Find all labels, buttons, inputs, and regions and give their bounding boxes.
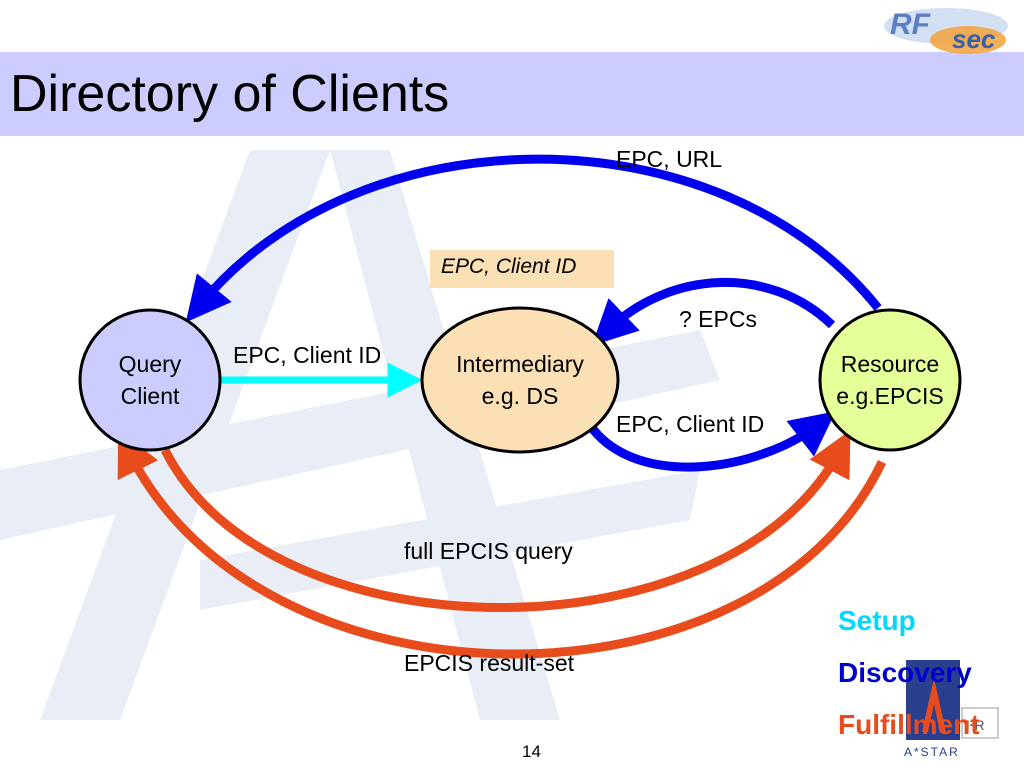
svg-text:sec: sec <box>952 24 996 54</box>
node-query-client <box>78 308 222 452</box>
legend-fulfillment: Fulfillment <box>838 709 980 740</box>
node-resource <box>818 308 962 452</box>
svg-text:RF: RF <box>890 8 931 41</box>
label-full-epcis-query: full EPCIS query <box>404 538 573 564</box>
resource-label: Resource e.g.EPCIS <box>836 351 944 409</box>
svg-text:I²R: I²R <box>966 717 985 733</box>
legend-setup: Setup <box>838 605 916 636</box>
query-client-label: Query Client <box>118 351 182 409</box>
label-epcs-query: ? EPCs <box>679 306 757 332</box>
label-epcis-result-set: EPCIS result-set <box>404 650 574 676</box>
astar-logo: I²R A*STAR <box>904 660 999 759</box>
arrow-epcis-result-set <box>117 429 887 659</box>
label-epc-client-id-right: EPC, Client ID <box>616 411 765 437</box>
title-bar <box>0 52 1024 136</box>
page-number: 14 <box>522 742 541 761</box>
intermediary-label: Intermediary e.g. DS <box>456 351 584 409</box>
legend-discovery: Discovery <box>838 657 972 688</box>
arrow-epcs-query <box>591 277 836 346</box>
label-epc-url: EPC, URL <box>616 146 723 172</box>
svg-text:A*STAR: A*STAR <box>904 745 960 759</box>
node-intermediary <box>420 306 620 454</box>
highlight-box <box>430 250 614 288</box>
arrow-full-epcis-query <box>160 430 851 612</box>
rfsec-logo: RF sec <box>884 8 1008 54</box>
arrow-epc-client-id-right <box>588 411 836 472</box>
label-epc-client-id-highlight: EPC, Client ID <box>441 255 577 278</box>
slide-title: Directory of Clients <box>10 65 450 123</box>
arrow-epc-url <box>185 154 882 323</box>
label-epc-client-id-left: EPC, Client ID <box>233 342 382 368</box>
